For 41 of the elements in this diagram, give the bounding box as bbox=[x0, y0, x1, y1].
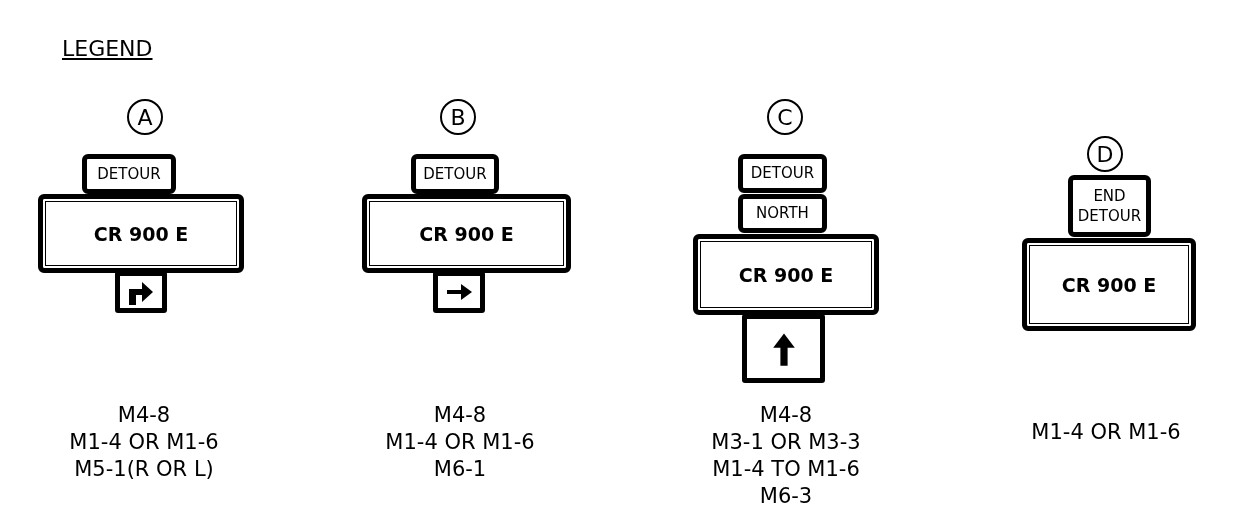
sign-panel bbox=[82, 154, 176, 194]
circled-letter bbox=[440, 99, 476, 135]
sign-panel bbox=[411, 154, 499, 194]
route-sign-panel bbox=[1022, 238, 1196, 331]
route-sign-panel bbox=[38, 194, 244, 273]
sign-code-text: M4-8 bbox=[117, 403, 171, 427]
circled-letter bbox=[127, 99, 163, 135]
sign-panel bbox=[1068, 175, 1151, 237]
sign-code-text: M3-1 OR M3-3 bbox=[711, 430, 861, 454]
letter-text: A bbox=[137, 104, 153, 130]
sign-code-text: M4-8 bbox=[759, 403, 813, 427]
arrow-sign-panel bbox=[742, 314, 825, 383]
circled-letter bbox=[767, 99, 803, 135]
arrow-sign-panel bbox=[115, 271, 167, 313]
sign-code-text: M1-4 OR M1-6 bbox=[1031, 420, 1181, 444]
circled-letter bbox=[1087, 136, 1123, 172]
sign-panel bbox=[738, 154, 827, 193]
route-text: CR 900 E bbox=[1061, 273, 1157, 296]
sign-code-text: M6-3 bbox=[759, 484, 813, 508]
sign-text: DETOUR bbox=[97, 163, 161, 185]
letter-text: C bbox=[777, 104, 793, 130]
arrow-sign-panel bbox=[433, 271, 485, 313]
sign-text: END DETOUR bbox=[1076, 185, 1143, 227]
route-sign-panel bbox=[693, 234, 879, 315]
legend-heading: LEGEND bbox=[62, 36, 153, 61]
sign-code-text: M1-4 TO M1-6 bbox=[712, 457, 860, 481]
sign-code-text: M4-8 bbox=[433, 403, 487, 427]
route-text: CR 900 E bbox=[93, 222, 189, 245]
sign-text: DETOUR bbox=[423, 163, 487, 185]
sign-code-text: M6-1 bbox=[433, 457, 487, 481]
route-text: CR 900 E bbox=[738, 263, 834, 286]
letter-text: D bbox=[1096, 141, 1114, 167]
sign-code-text: M5-1(R OR L) bbox=[74, 457, 214, 481]
sign-panel bbox=[738, 194, 827, 233]
sign-code-text: M1-4 OR M1-6 bbox=[385, 430, 535, 454]
sign-code-text: M1-4 OR M1-6 bbox=[69, 430, 219, 454]
route-text: CR 900 E bbox=[419, 222, 514, 245]
sign-text: DETOUR bbox=[750, 163, 815, 184]
route-sign-panel bbox=[362, 194, 571, 273]
letter-text: B bbox=[450, 104, 466, 130]
sign-text: NORTH bbox=[756, 203, 809, 224]
